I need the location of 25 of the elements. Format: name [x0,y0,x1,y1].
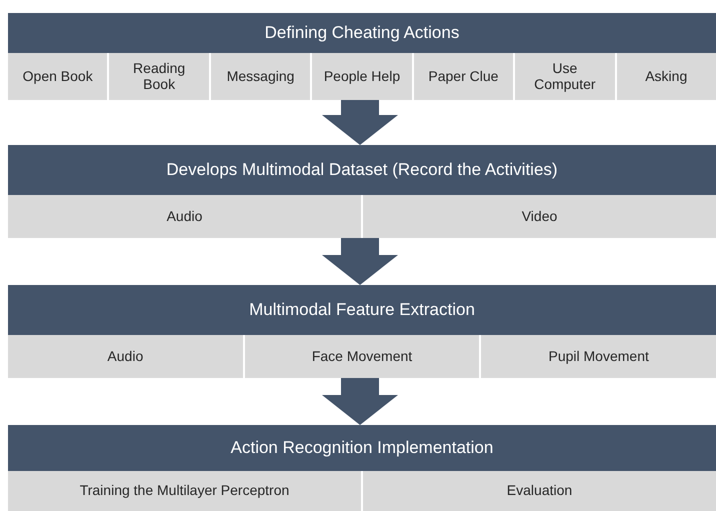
block-arrow [322,378,398,425]
category-cell: Paper Clue [412,53,514,100]
stage-heading: Multimodal Feature Extraction [8,285,716,335]
category-cell: Asking [614,53,716,100]
category-cell: People Help [310,53,412,100]
category-cell: Video [361,195,716,238]
category-cell: Messaging [208,53,310,100]
category-cell: Face Movement [242,335,480,378]
category-cell: Evaluation [361,471,716,511]
category-cell: Audio [8,195,361,238]
stage-panel [8,145,716,238]
block-arrow [322,238,398,285]
stage-heading: Develops Multimodal Dataset (Record the Activities) [8,145,716,195]
stage-heading: Action Recognition Implementation [8,425,716,471]
category-cell: Pupil Movement [479,335,716,378]
category-cell: Use Computer [513,53,615,100]
category-cell: Training the Multilayer Perceptron [8,471,361,511]
category-cell: Reading Book [107,53,209,100]
stage-heading: Defining Cheating Actions [8,13,716,53]
stage-panel [8,285,716,378]
category-cell: Audio [8,335,243,378]
stage-panel [8,13,716,100]
stage-panel [8,425,716,511]
category-cell: Open Book [8,53,108,100]
block-arrow [322,100,398,145]
